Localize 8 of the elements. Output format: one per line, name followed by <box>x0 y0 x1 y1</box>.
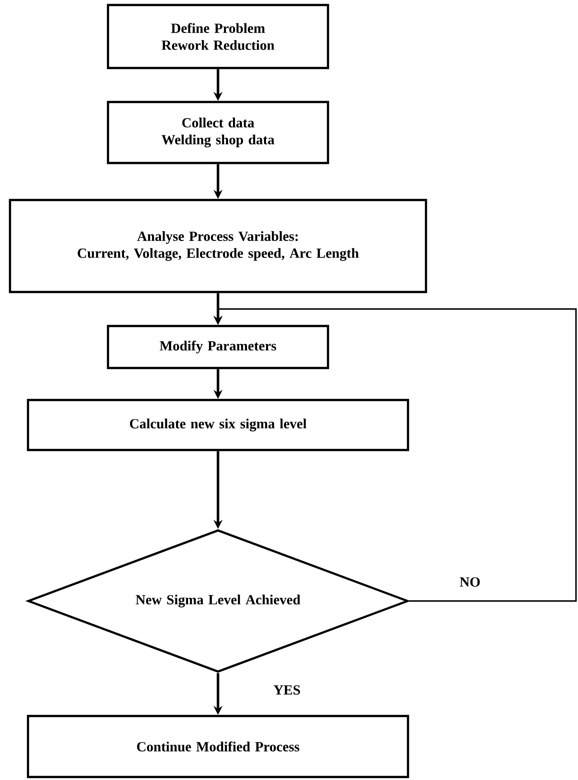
process-box: Collect data Welding shop data <box>106 100 330 164</box>
process-box: Modify Parameters <box>106 324 330 370</box>
process-box: Define Problem Rework Reduction <box>106 4 330 70</box>
edge-label: NO <box>458 576 482 588</box>
process-box: Continue Modified Process <box>26 714 410 778</box>
edge-label: YES <box>272 684 302 696</box>
process-box: Calculate new six sigma level <box>26 398 410 452</box>
process-box: Analyse Process Variables: Current, Voltage, Electrode speed, Arc Length <box>8 198 428 294</box>
